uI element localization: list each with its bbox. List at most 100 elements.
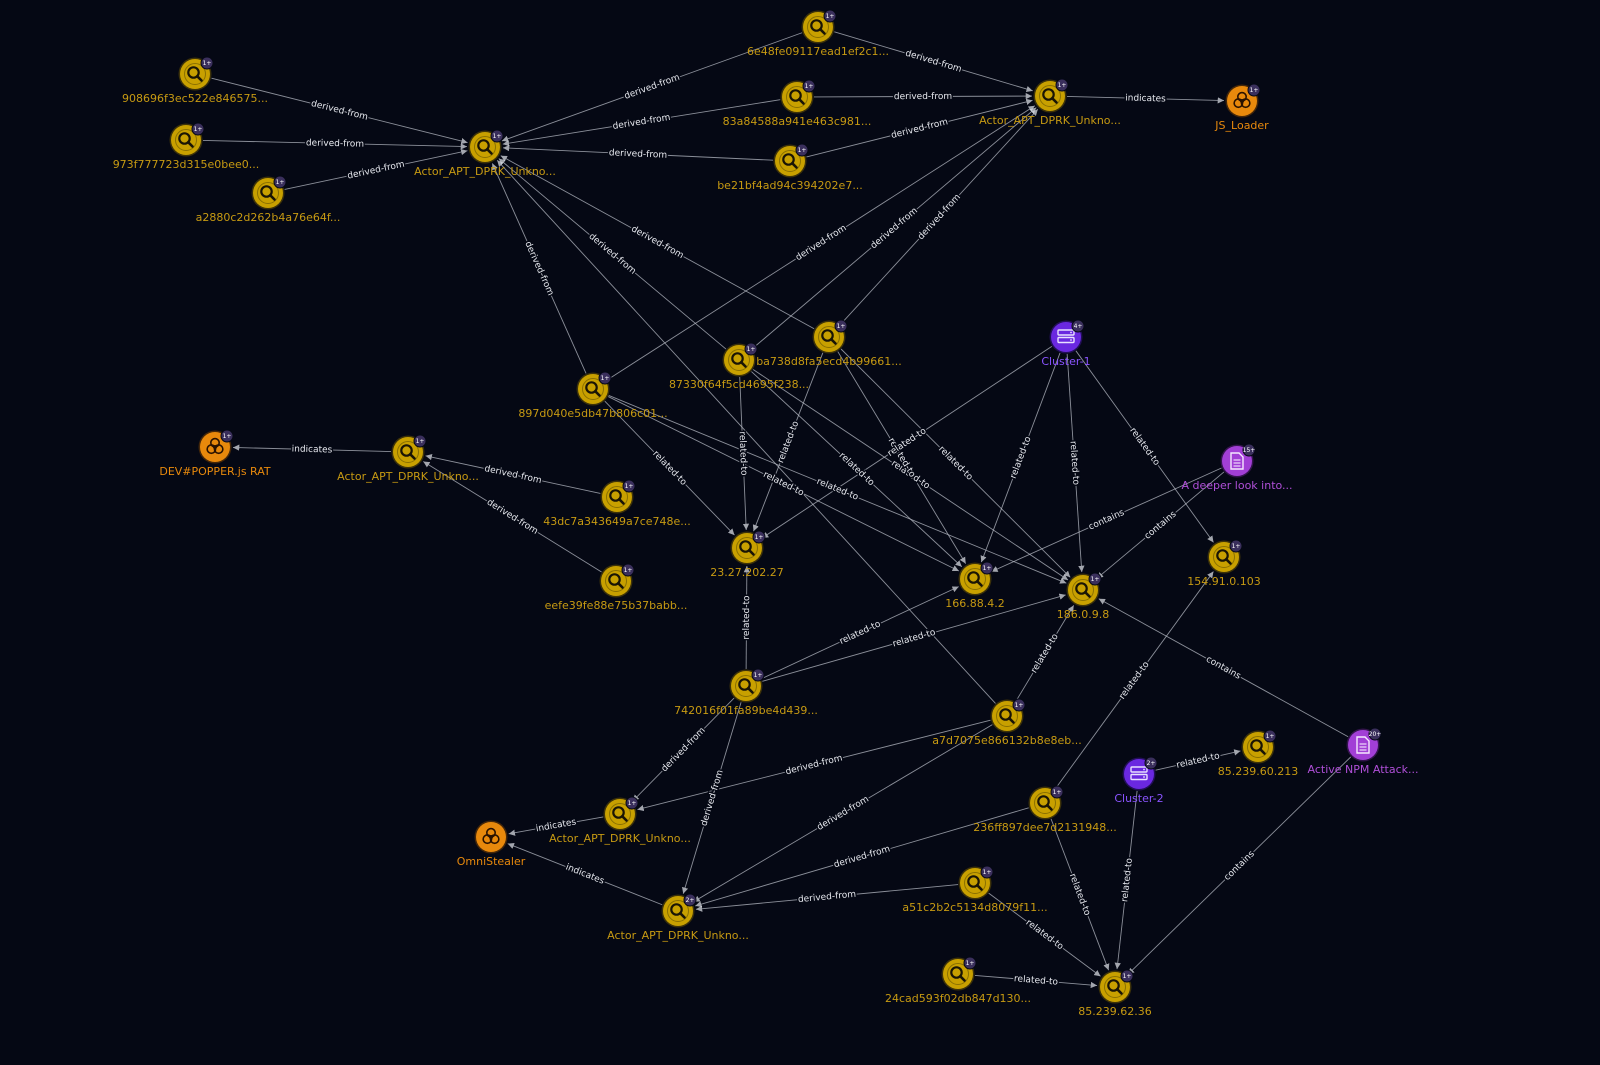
edge-actor3-to-devpopper[interactable]	[232, 444, 392, 453]
edge-na7d707-to-actor1[interactable]	[496, 159, 996, 704]
edge-n6e48fe-to-actor2[interactable]	[834, 31, 1033, 93]
graph-node-indicator[interactable]: 1+85.239.62.36	[1078, 969, 1152, 1018]
edge-report1-to-ip18609[interactable]	[1096, 471, 1225, 579]
graph-node-indicator[interactable]: 1+43dc7a343649a7ce748e...	[543, 479, 691, 528]
edge-na7d707-to-actor4[interactable]	[637, 719, 991, 812]
graph-node-indicator[interactable]: 1+908696f3ec522e846575...	[122, 56, 268, 105]
edge-n87330f-to-ip18609[interactable]	[752, 369, 1069, 581]
count-badge-text: 1+	[1015, 702, 1024, 709]
edge-nba738d-to-actor1[interactable]	[500, 155, 815, 330]
edge-n43dc7a-to-actor3[interactable]	[425, 454, 601, 494]
graph-node-indicator[interactable]: 1+23.27.202.27	[710, 530, 784, 579]
edge-nba738d-to-ip16688[interactable]	[837, 351, 967, 564]
edge-label: related-to	[838, 619, 883, 647]
edge-n897d04-to-ip16688[interactable]	[608, 396, 960, 572]
edge-cluster1-to-ip16688[interactable]	[980, 352, 1061, 563]
graph-node-indicator[interactable]: 1+Actor_APT_DPRK_Unkno...	[337, 434, 479, 483]
edge-na2880c-to-actor1[interactable]	[284, 148, 468, 190]
graph-node-indicator[interactable]: 1+a7d7075e866132b8e8eb...	[932, 698, 1082, 747]
edge-report2-to-ip8523962[interactable]	[1127, 756, 1352, 975]
graph-node-indicator[interactable]: 1+83a84588a941e463c981...	[723, 79, 872, 128]
graph-node-indicator[interactable]: 1+ba738d8fa5ecd4b99661...	[756, 319, 902, 368]
count-badge-text: 1+	[983, 869, 992, 876]
graph-node-indicator[interactable]: 1+236ff897dee7d2131948...	[973, 785, 1117, 834]
edge-n742016-to-actor5[interactable]	[682, 702, 742, 894]
graph-node-indicator[interactable]: 1+973f777723d315e0bee0...	[113, 122, 260, 171]
graph-node-indicator[interactable]: 1+eefe39fe88e75b37babb...	[545, 563, 688, 612]
edge-neefe39-to-actor3[interactable]	[423, 461, 602, 573]
graph-node-indicator[interactable]: 1+Actor_APT_DPRK_Unkno...	[549, 796, 691, 845]
graph-node-indicator[interactable]: 2+Actor_APT_DPRK_Unkno...	[607, 893, 749, 942]
count-badge-text: 1+	[276, 179, 285, 186]
edge-cluster2-to-ip8523960[interactable]	[1155, 749, 1241, 771]
graph-node-indicator[interactable]: 1+742016f01fa89be4d439...	[674, 668, 818, 717]
edge-n24cad5-to-ip8523962[interactable]	[974, 974, 1098, 989]
edge-cluster1-to-ip18609[interactable]	[1066, 353, 1085, 573]
edge-n87330f-to-actor2[interactable]	[751, 107, 1037, 350]
edge-cluster1-to-ip15491[interactable]	[1075, 350, 1214, 543]
edge-n973f77-to-actor1[interactable]	[202, 139, 468, 150]
edge-n742016-to-ip16688[interactable]	[761, 586, 959, 680]
edge-actor4-to-omnistealer[interactable]	[508, 816, 604, 836]
edge-nba738d-to-actor2[interactable]	[840, 108, 1039, 325]
edge-n83a845-to-actor1[interactable]	[502, 99, 781, 147]
edge-report1-to-ip16688[interactable]	[991, 467, 1222, 573]
graph-node-indicator[interactable]: 1+24cad593f02db847d130...	[885, 956, 1031, 1005]
edge-n742016-to-ip232720227[interactable]	[743, 565, 750, 670]
edge-n897d04-to-ip18609[interactable]	[608, 395, 1067, 584]
edge-actor2-to-jsloader[interactable]	[1066, 95, 1225, 104]
count-badge-text: 1+	[1123, 973, 1132, 980]
graph-node-indicator[interactable]: 1+87330f64f5cd4695f238...	[669, 342, 809, 391]
edge-n897d04-to-actor2[interactable]	[607, 105, 1036, 381]
node-label: 43dc7a343649a7ce748e...	[543, 515, 691, 528]
edge-n742016-to-actor4[interactable]	[632, 697, 735, 802]
graph-node-indicator[interactable]: 1+a2880c2d262b4a76e64f...	[196, 175, 341, 224]
edge-n897d04-to-actor1[interactable]	[491, 163, 587, 374]
edge-nbe21bf-to-actor1[interactable]	[502, 144, 774, 161]
edge-actor5-to-omnistealer[interactable]	[507, 843, 663, 906]
edge-n83a845-to-actor2[interactable]	[813, 92, 1033, 100]
edge-n87330f-to-ip16688[interactable]	[751, 371, 963, 568]
graph-node-infrastructure[interactable]: 2+Cluster-2	[1114, 756, 1164, 805]
graph-node-indicator[interactable]: 1+186.0.9.8	[1057, 572, 1109, 621]
graph-node-indicator[interactable]: 1+a51c2b2c5134d8079f11...	[902, 865, 1048, 914]
edge-nbe21bf-to-actor2[interactable]	[806, 98, 1033, 158]
edge-n236ff8-to-ip8523962[interactable]	[1050, 818, 1110, 971]
graph-node-infrastructure[interactable]: 4+Cluster-1	[1041, 319, 1091, 368]
graph-node-report[interactable]: 15+A deeper look into...	[1181, 443, 1293, 492]
edge-cluster1-to-ip232720227[interactable]	[761, 346, 1053, 539]
graph-node-indicator[interactable]: 1+166.88.4.2	[945, 561, 1005, 610]
edge-na51c2b-to-ip8523962[interactable]	[988, 892, 1101, 977]
search-icon	[670, 903, 686, 919]
edge-cluster2-to-ip8523962[interactable]	[1114, 790, 1138, 970]
graph-node-malware[interactable]: 1+DEV#POPPER.js RAT	[159, 429, 271, 478]
graph-node-indicator[interactable]: 1+Actor_APT_DPRK_Unkno...	[414, 129, 556, 178]
edge-n236ff8-to-actor5[interactable]	[695, 807, 1029, 908]
edge-n897d04-to-ip232720227[interactable]	[604, 400, 735, 536]
graph-node-indicator[interactable]: 1+154.91.0.103	[1187, 539, 1261, 588]
edge-n908696-to-actor1[interactable]	[211, 77, 468, 145]
edge-n236ff8-to-ip15491[interactable]	[1054, 571, 1214, 790]
edge-n6e48fe-to-actor1[interactable]	[501, 32, 803, 142]
edge-n87330f-to-actor1[interactable]	[498, 158, 727, 350]
edge-n742016-to-ip18609[interactable]	[762, 593, 1066, 682]
edge-label: related-to	[1067, 872, 1092, 917]
edge-na51c2b-to-actor5[interactable]	[695, 884, 959, 912]
edge-nba738d-to-ip232720227[interactable]	[752, 352, 824, 532]
graph-node-indicator[interactable]: 1+6e48fe09117ead1ef2c1...	[747, 9, 889, 58]
edge-nba738d-to-ip18609[interactable]	[840, 348, 1071, 578]
edge-label: contains	[1087, 508, 1126, 533]
graph-node-malware[interactable]: 1+JS_Loader	[1214, 83, 1269, 132]
graph-node-malware[interactable]: OmniStealer	[457, 820, 526, 869]
graph-node-indicator[interactable]: 1+Actor_APT_DPRK_Unkno...	[979, 78, 1121, 127]
edge-n87330f-to-ip232720227[interactable]	[739, 376, 750, 531]
edge-report2-to-ip18609[interactable]	[1098, 598, 1349, 738]
graph-node-indicator[interactable]: 1+85.239.60.213	[1218, 729, 1298, 778]
edge-na7d707-to-ip18609[interactable]	[1015, 605, 1075, 702]
graph-node-indicator[interactable]: 1+be21bf4ad94c394202e7...	[717, 143, 863, 192]
edge-na7d707-to-actor5[interactable]	[693, 724, 993, 903]
edge-label: related-to	[1176, 751, 1222, 771]
graph-node-report[interactable]: 20+Active NPM Attack...	[1308, 727, 1419, 776]
graph-node-indicator[interactable]: 1+897d040e5db47b806c01...	[518, 371, 668, 420]
